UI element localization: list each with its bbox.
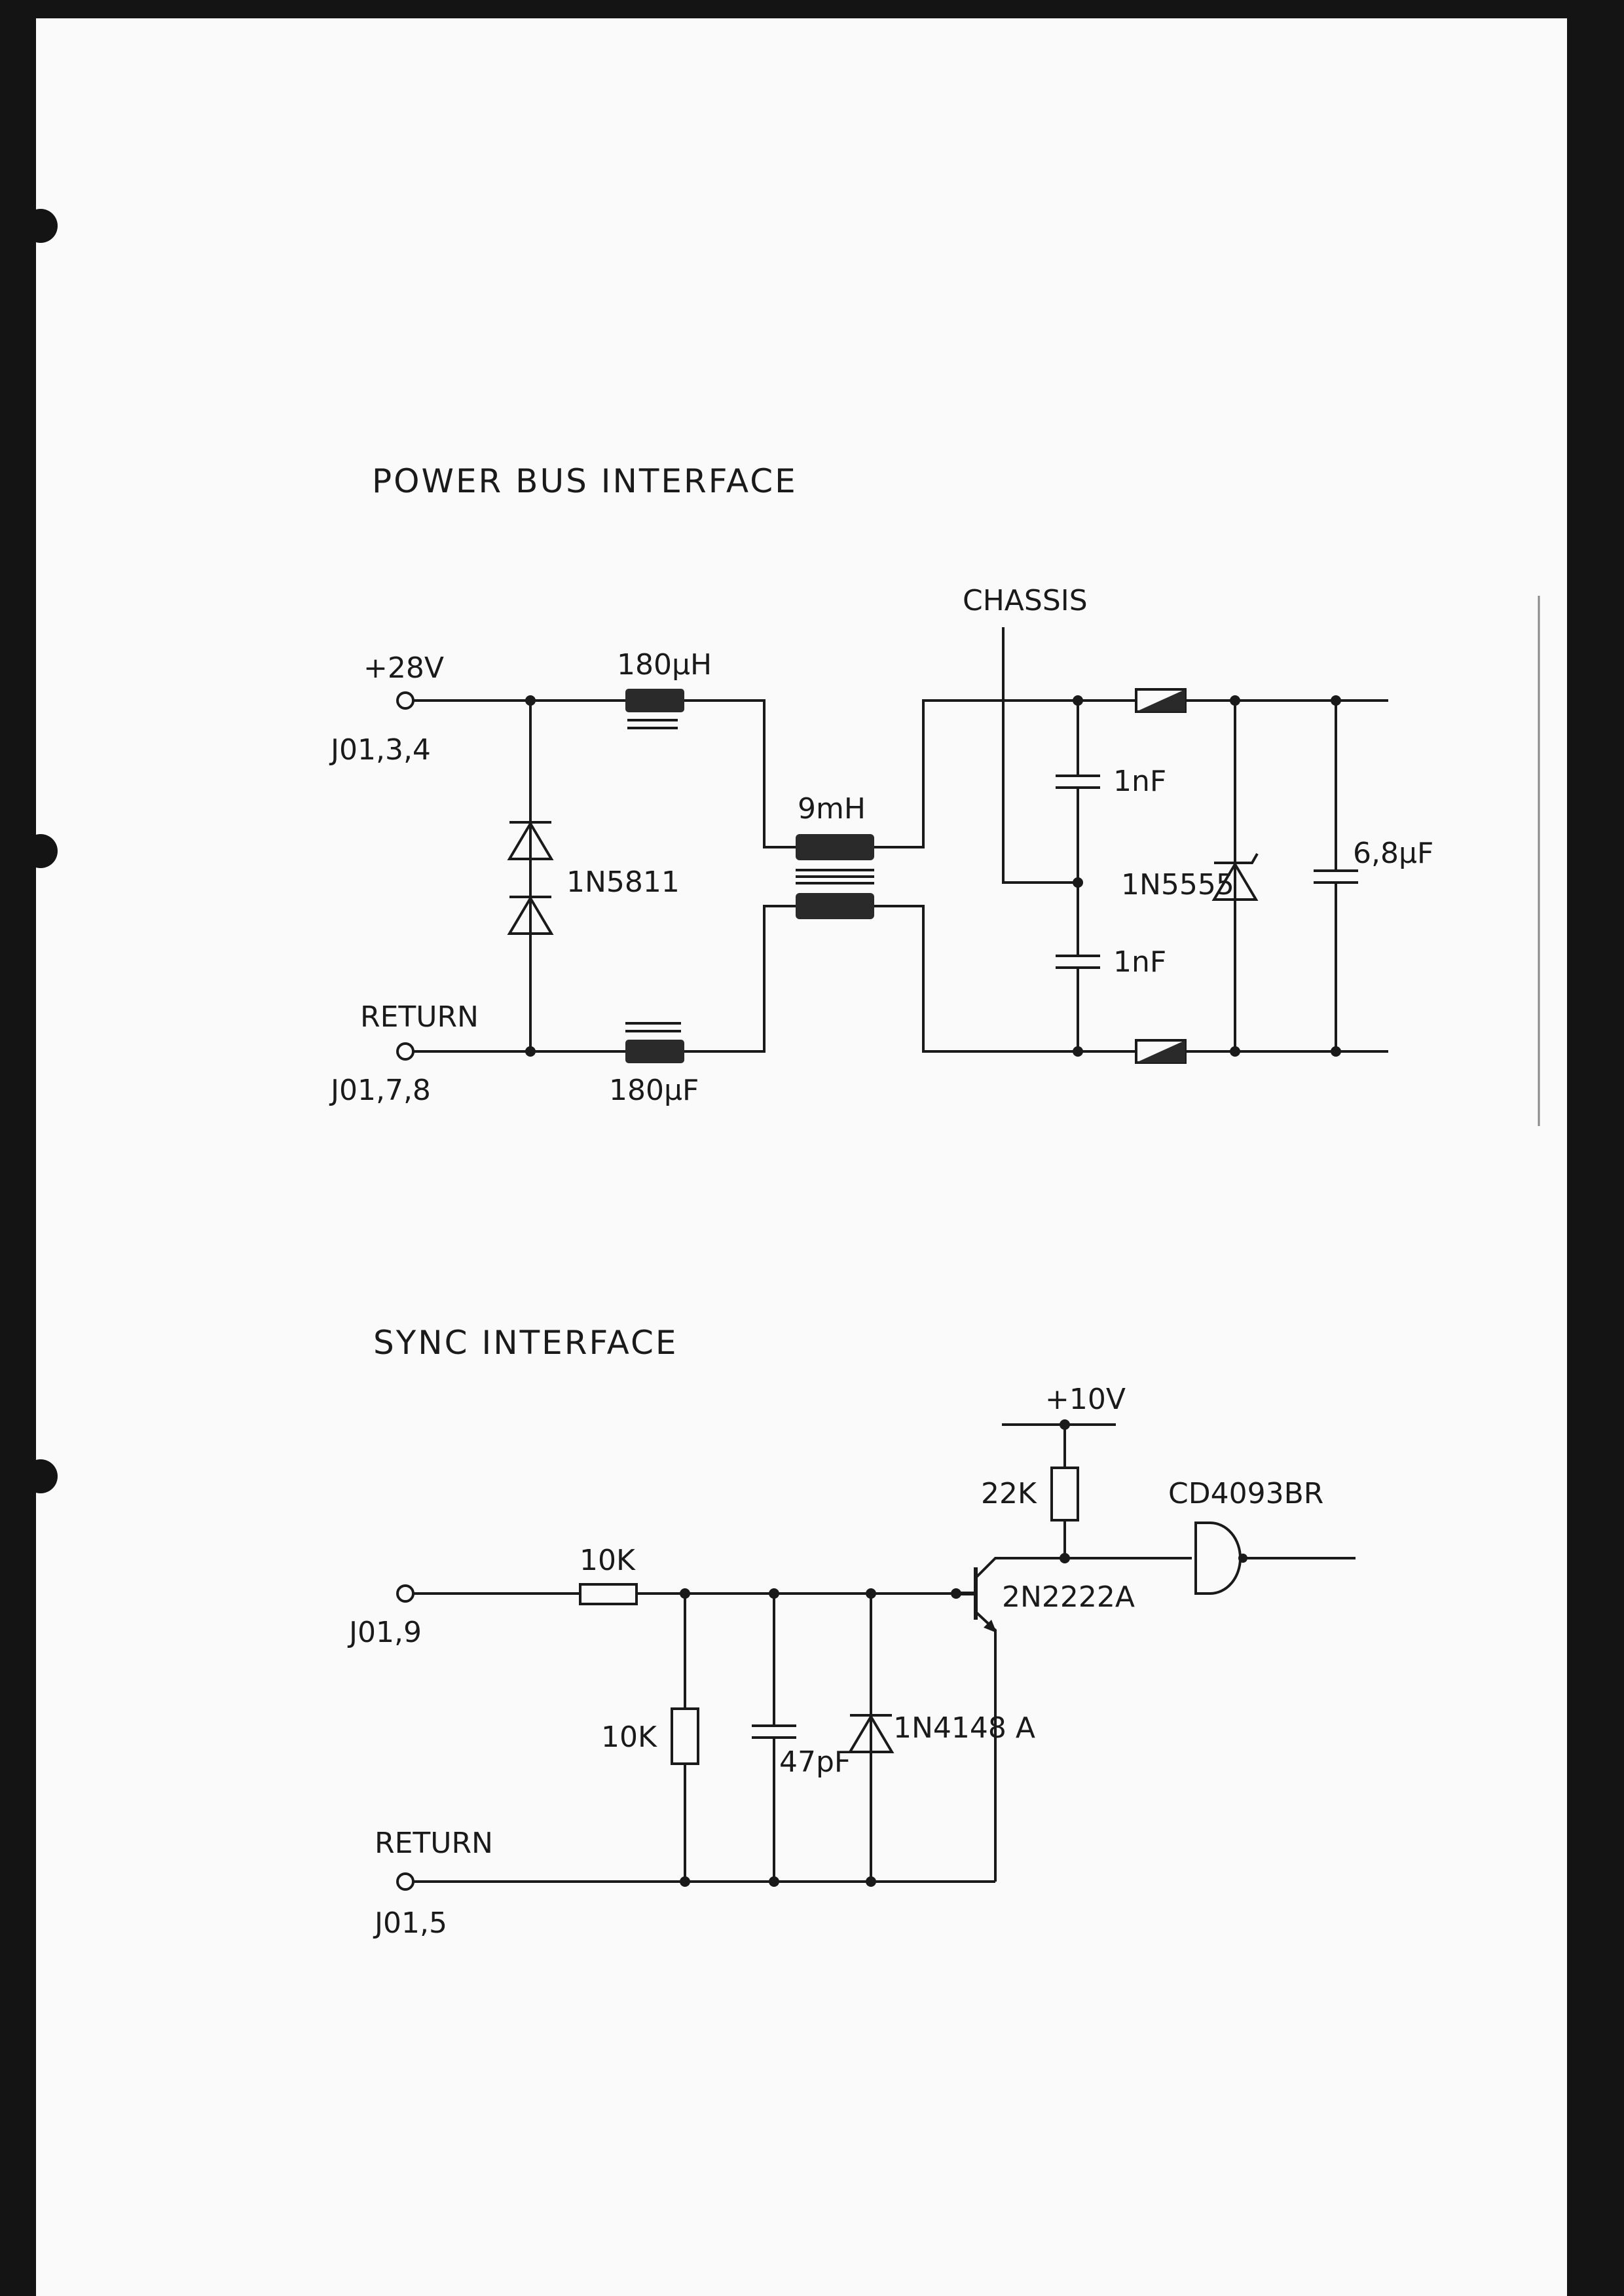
label-transistor: 2N2222A bbox=[1002, 1580, 1135, 1614]
junction-dot bbox=[1060, 1419, 1070, 1430]
junction-dot bbox=[680, 1588, 690, 1599]
binding-hole bbox=[24, 209, 58, 243]
resistor-22k-pullup bbox=[1050, 1467, 1079, 1522]
terminal-sync-return bbox=[396, 1872, 415, 1891]
label-return: RETURN bbox=[360, 1000, 479, 1034]
label-gate: CD4093BR bbox=[1168, 1477, 1323, 1510]
resistor-10k-shunt bbox=[671, 1707, 699, 1765]
tvs-diode-1n5555 bbox=[1211, 853, 1259, 901]
capacitor-1nf-top bbox=[1056, 774, 1100, 789]
label-cap-bottom: 1nF bbox=[1113, 945, 1166, 979]
label-series-resistor: 10K bbox=[580, 1544, 636, 1577]
junction-dot bbox=[525, 695, 536, 706]
ferrite-bead-top bbox=[1135, 688, 1187, 713]
junction-dot bbox=[1073, 1046, 1083, 1057]
wire-l1-to-choke bbox=[684, 699, 796, 848]
junction-dot bbox=[769, 1876, 779, 1887]
inductor-top-core-lines bbox=[627, 719, 678, 729]
resistor-10k-series bbox=[579, 1583, 638, 1605]
junction-dot bbox=[680, 1876, 690, 1887]
label-inductor-top: 180µH bbox=[617, 648, 712, 682]
power-bus-section: POWER BUS INTERFACE bbox=[329, 462, 1433, 1107]
inductor-bottom bbox=[625, 1040, 684, 1063]
scan-paper bbox=[36, 18, 1567, 2296]
junction-dot bbox=[1331, 695, 1341, 706]
label-cap-bulk: 6,8µF bbox=[1353, 837, 1433, 870]
wire-chassis bbox=[1002, 627, 1078, 884]
junction-dot bbox=[769, 1588, 779, 1599]
diode-1n4148 bbox=[847, 1714, 895, 1753]
transistor-2n2222a bbox=[956, 1567, 978, 1620]
nand-gate-output-bubble bbox=[1238, 1554, 1247, 1563]
terminal-return bbox=[396, 1042, 415, 1061]
label-cap-47pf: 47pF bbox=[779, 1745, 851, 1779]
label-choke: 9mH bbox=[798, 792, 866, 826]
label-tvs: 1N5555 bbox=[1121, 868, 1234, 902]
junction-dot bbox=[1331, 1046, 1341, 1057]
capacitor-47pf bbox=[752, 1724, 796, 1739]
inductor-bottom-core-lines bbox=[625, 1022, 681, 1032]
wire-l2-to-choke bbox=[684, 905, 796, 1053]
transistor-emitter-arrow bbox=[984, 1620, 997, 1633]
ferrite-bead-bottom bbox=[1135, 1039, 1187, 1064]
junction-dot bbox=[866, 1876, 876, 1887]
label-diode-1n5811: 1N5811 bbox=[566, 866, 680, 899]
label-sync-input-pin: J01,9 bbox=[347, 1616, 422, 1649]
label-pullup: 22K bbox=[981, 1477, 1037, 1510]
choke-winding-top bbox=[796, 834, 874, 860]
label-supply: +10V bbox=[1045, 1383, 1126, 1416]
label-sync-return: RETURN bbox=[375, 1827, 493, 1860]
wire-choke-out-bottom bbox=[874, 905, 1136, 1053]
capacitor-bulk bbox=[1314, 869, 1358, 884]
label-diode-1n4148: 1N4148 A bbox=[893, 1711, 1035, 1745]
diode-1n5811-lower bbox=[507, 896, 554, 935]
binding-hole bbox=[24, 1459, 58, 1493]
terminal-28v bbox=[396, 691, 415, 710]
binding-hole bbox=[24, 834, 58, 868]
label-shunt-resistor: 10K bbox=[601, 1721, 657, 1754]
label-inductor-bottom: 180µF bbox=[609, 1074, 699, 1107]
wire-transistor-collector bbox=[974, 1557, 1192, 1579]
label-28v-pins: J01,3,4 bbox=[329, 733, 431, 767]
power-bus-title: POWER BUS INTERFACE bbox=[372, 462, 798, 500]
junction-dot bbox=[525, 1046, 536, 1057]
label-28v: +28V bbox=[363, 651, 444, 685]
sync-title: SYNC INTERFACE bbox=[373, 1324, 678, 1362]
inductor-top bbox=[625, 689, 684, 712]
junction-dot bbox=[866, 1588, 876, 1599]
capacitor-1nf-bottom bbox=[1056, 955, 1100, 969]
junction-dot bbox=[1073, 695, 1083, 706]
wire-choke-out-top bbox=[874, 699, 1136, 848]
choke-core-lines bbox=[796, 869, 874, 884]
junction-dot bbox=[1230, 1046, 1240, 1057]
label-sync-return-pins: J01,5 bbox=[373, 1906, 447, 1940]
junction-dot bbox=[1073, 877, 1083, 888]
label-cap-top: 1nF bbox=[1113, 765, 1166, 798]
label-return-pins: J01,7,8 bbox=[329, 1074, 431, 1107]
choke-winding-bottom bbox=[796, 893, 874, 919]
diode-1n5811-upper bbox=[507, 821, 554, 860]
junction-dot bbox=[1060, 1553, 1070, 1563]
terminal-sync-input bbox=[396, 1584, 415, 1603]
sync-section: SYNC INTERFACE bbox=[347, 1324, 1356, 1940]
label-chassis: CHASSIS bbox=[963, 584, 1088, 617]
junction-dot bbox=[1230, 695, 1240, 706]
